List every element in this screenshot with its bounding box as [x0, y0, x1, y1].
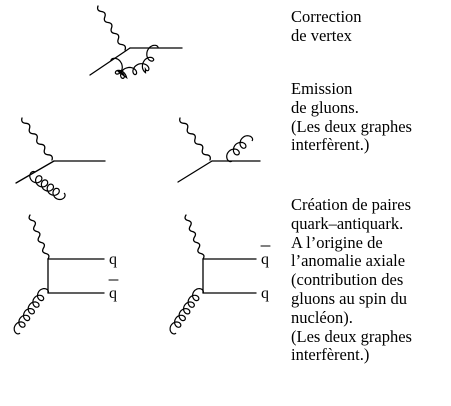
caption-line: l’anomalie axiale — [291, 251, 406, 271]
caption-line: de vertex — [291, 25, 352, 45]
gluon-line — [226, 135, 254, 163]
caption-line: Emission — [291, 79, 353, 98]
caption-line: interfèrent.) — [291, 345, 370, 365]
photon-line — [21, 117, 53, 161]
antiquark-label: q — [109, 285, 117, 302]
caption-line: (contribution des — [291, 270, 404, 290]
diagram-gluon-emission-right — [177, 117, 261, 183]
quark-line — [177, 160, 213, 183]
caption-line: gluons au spin du — [291, 288, 407, 308]
diagram-pair-creation-left: q q — [13, 214, 119, 335]
caption-gluon-emission: Emission de gluons. (Les deux graphes in… — [291, 79, 412, 155]
photon-line — [28, 214, 50, 260]
antiquark-label: q — [261, 251, 269, 268]
caption-line: A l’origine de — [291, 232, 383, 252]
caption-line: nucléon). — [291, 307, 353, 327]
gluon-loop — [110, 44, 159, 80]
diagram-gluon-emission-left — [15, 117, 106, 201]
caption-line: (Les deux graphes — [291, 326, 412, 346]
caption-pair-creation: Création de paires quark–antiquark. A l’… — [291, 195, 412, 365]
caption-line: interfèrent.) — [291, 135, 370, 155]
caption-line: de gluons. — [291, 97, 359, 117]
quark-label: q — [261, 285, 269, 302]
quark-line — [89, 47, 131, 76]
gluon-line — [13, 288, 50, 335]
gluon-line — [29, 170, 66, 201]
gluon-line — [169, 287, 204, 335]
photon-line — [96, 5, 127, 51]
photon-line — [179, 117, 211, 161]
diagram-pair-creation-right: q q — [169, 214, 271, 335]
caption-line: quark–antiquark. — [291, 213, 404, 233]
caption-line: Correction — [291, 7, 362, 26]
caption-vertex-correction: Correction de vertex — [291, 7, 362, 46]
caption-line: Création de paires — [291, 195, 412, 214]
photon-line — [184, 214, 205, 260]
quark-label: q — [109, 251, 117, 268]
caption-line: (Les deux graphes — [291, 116, 412, 136]
diagram-vertex-correction — [89, 5, 183, 80]
